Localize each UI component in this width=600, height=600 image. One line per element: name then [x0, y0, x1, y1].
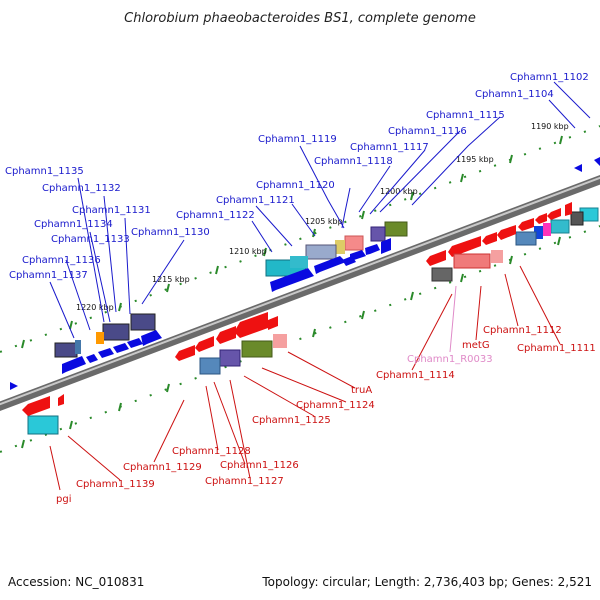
gene-label[interactable]: Cphamn1_1125: [252, 415, 331, 426]
gene-label[interactable]: Cphamn1_1117: [350, 142, 429, 153]
gene-label[interactable]: Cphamn1_1114: [376, 370, 455, 381]
map-title: Chlorobium phaeobacteroides BS1, complet…: [124, 11, 476, 26]
top-callout-lines: [49, 81, 591, 339]
kbp-label: 1210 kbp: [229, 247, 267, 256]
gene-label[interactable]: Cphamn1_1119: [258, 134, 337, 145]
upper-scale-line: [0, 125, 600, 353]
forward-strand-features: [10, 157, 600, 390]
gene-label[interactable]: Cphamn1_1135: [5, 166, 84, 177]
gene-label[interactable]: Cphamn1_1120: [256, 180, 335, 191]
gene-label[interactable]: Cphamn1_1102: [510, 72, 589, 83]
gene-label[interactable]: Cphamn1_1130: [131, 227, 210, 238]
gene-label[interactable]: Cphamn1_1136: [22, 255, 101, 266]
gene-label[interactable]: Cphamn1_1122: [176, 210, 255, 221]
gene-label[interactable]: Cphamn1_1128: [172, 446, 251, 457]
accession-text: Accession: NC_010831: [8, 575, 144, 589]
kbp-label: 1220 kbp: [76, 303, 114, 312]
gene-label[interactable]: Cphamn1_1139: [76, 479, 155, 490]
gene-label[interactable]: Cphamn1_1118: [314, 156, 393, 167]
gene-label[interactable]: Cphamn1_1121: [216, 195, 295, 206]
kbp-label: 1190 kbp: [531, 122, 569, 131]
gene-label[interactable]: Cphamn1_1137: [9, 270, 88, 281]
gene-label[interactable]: Cphamn1_1132: [42, 183, 121, 194]
gene-label[interactable]: truA: [351, 385, 372, 396]
lower-scale-line: [0, 225, 600, 453]
gene-label[interactable]: Cphamn1_1104: [475, 89, 554, 100]
genome-summary-text: Topology: circular; Length: 2,736,403 bp…: [261, 575, 592, 589]
gene-label[interactable]: Cphamn1_1124: [296, 400, 375, 411]
gene-label[interactable]: Cphamn1_1127: [205, 476, 284, 487]
gene-label[interactable]: Cphamn1_1116: [388, 126, 467, 137]
gene-label[interactable]: Cphamn1_1115: [426, 110, 505, 121]
gene-label[interactable]: Cphamn1_1134: [34, 219, 113, 230]
gene-label[interactable]: Cphamn1_1129: [123, 462, 202, 473]
kbp-label: 1215 kbp: [152, 275, 190, 284]
bottom-callout-lines: [49, 265, 561, 491]
kbp-label: 1200 kbp: [380, 187, 418, 196]
gene-label[interactable]: Cphamn1_1111: [517, 343, 596, 354]
gene-label[interactable]: Cphamn1_1112: [483, 325, 562, 336]
reverse-strand-features: [22, 312, 287, 435]
kbp-label: 1205 kbp: [305, 217, 343, 226]
gene-label[interactable]: Cphamn1_1131: [72, 205, 151, 216]
gene-label[interactable]: metG: [462, 340, 490, 351]
genome-axis: [0, 174, 600, 412]
kbp-label: 1195 kbp: [456, 155, 494, 164]
gene-label[interactable]: Cphamn1_1126: [220, 460, 299, 471]
gene-label[interactable]: Cphamn1_R0033: [407, 354, 493, 365]
gene-label[interactable]: Cphamn1_1133: [51, 234, 130, 245]
gene-label[interactable]: pgi: [56, 494, 71, 505]
